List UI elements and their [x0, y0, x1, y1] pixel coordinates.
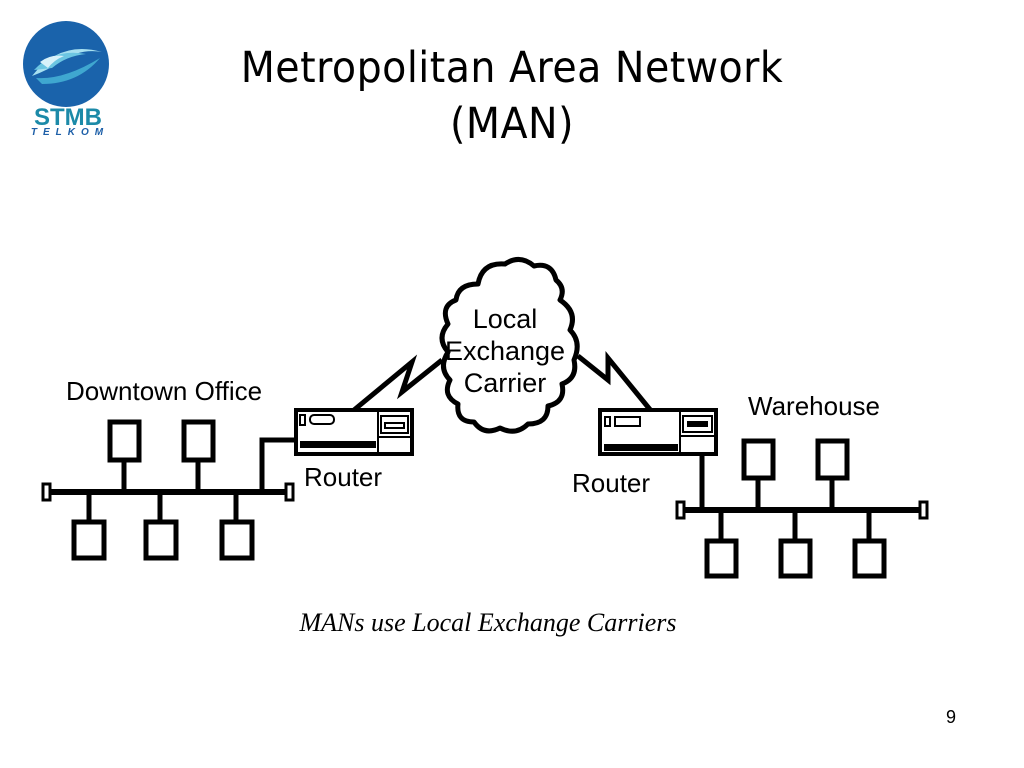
diagram-caption: MANs use Local Exchange Carriers	[299, 608, 677, 637]
cloud-label-line-1: Local	[473, 304, 538, 334]
logo-emblem-icon	[23, 21, 109, 107]
warehouse-lan: Warehouse	[675, 391, 929, 579]
bus-terminator	[675, 500, 686, 520]
cloud-label-line-2: Exchange	[445, 336, 565, 366]
workstation-node	[219, 519, 255, 561]
wan-link-left	[352, 354, 444, 412]
router-right: Router	[572, 408, 718, 498]
bus-terminator	[284, 482, 295, 502]
workstation-node	[741, 438, 776, 481]
router-left-label: Router	[304, 462, 382, 492]
page-number: 9	[946, 707, 957, 727]
bus-terminator	[918, 500, 929, 520]
slide-title-line-1: Metropolitan Area Network	[240, 43, 784, 93]
workstation-node	[71, 519, 107, 561]
wan-link-right	[576, 350, 654, 414]
workstation-node	[815, 438, 850, 481]
downtown-office-label: Downtown Office	[66, 376, 262, 406]
workstation-node	[143, 519, 179, 561]
workstation-node	[107, 419, 142, 463]
logo-name: STMB	[34, 104, 102, 131]
workstation-node	[181, 419, 216, 463]
stmb-telkom-logo: STMB TELKOM	[20, 18, 116, 140]
local-exchange-carrier-cloud: Local Exchange Carrier	[439, 257, 580, 434]
workstation-node	[852, 538, 887, 579]
bus-terminator	[41, 482, 52, 502]
router-left: Router	[294, 408, 414, 492]
warehouse-label: Warehouse	[748, 391, 880, 421]
cloud-label-line-3: Carrier	[464, 368, 547, 398]
router-right-label: Router	[572, 468, 650, 498]
logo-subtitle: TELKOM	[30, 127, 110, 138]
workstation-node	[778, 538, 813, 579]
slide-title: Metropolitan Area Network (MAN)	[179, 40, 845, 152]
downtown-office-lan: Downtown Office	[41, 376, 298, 561]
workstation-node	[704, 538, 739, 579]
slide-title-line-2: (MAN)	[450, 99, 574, 149]
